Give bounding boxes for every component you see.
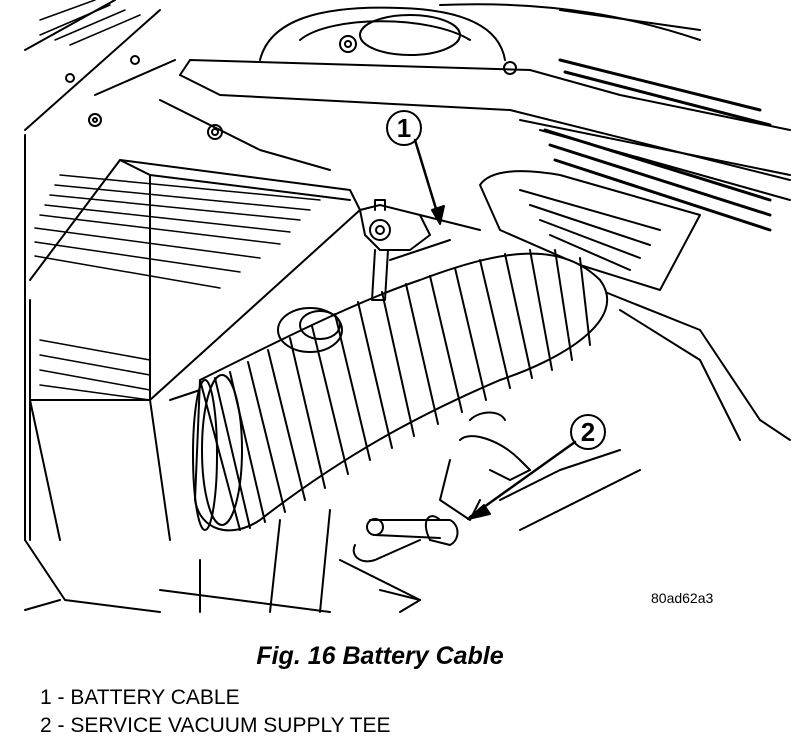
figure-code: 80ad62a3 <box>651 590 714 606</box>
cowl-vent-slats <box>543 58 772 232</box>
legend-item-vacuum-tee: 2 - SERVICE VACUUM SUPPLY TEE <box>40 714 391 737</box>
lower-engine-lines <box>159 449 641 613</box>
legend-item-battery-cable: 1 - BATTERY CABLE <box>40 686 240 709</box>
air-intake-hose <box>194 249 609 532</box>
figure-caption: Fig. 16 Battery Cable <box>256 642 504 670</box>
service-vacuum-supply-tee <box>339 411 531 613</box>
strut-tower <box>259 3 701 61</box>
callout-1 <box>386 110 445 225</box>
battery-cable-terminal <box>359 199 481 301</box>
hose-clamp <box>192 374 243 531</box>
callout-2 <box>467 414 606 520</box>
fender-panel <box>24 0 176 613</box>
ridged-cover <box>479 170 791 441</box>
fender-hatching <box>39 0 141 46</box>
fender-bolts <box>65 35 517 140</box>
callout-1-number: 1 <box>397 113 411 143</box>
throttle-port <box>277 307 343 353</box>
engine-bay-illustration: 1 2 <box>24 0 791 613</box>
cowl-panel <box>159 59 791 201</box>
callout-2-number: 2 <box>581 417 595 447</box>
air-cleaner-ribs <box>34 174 321 401</box>
